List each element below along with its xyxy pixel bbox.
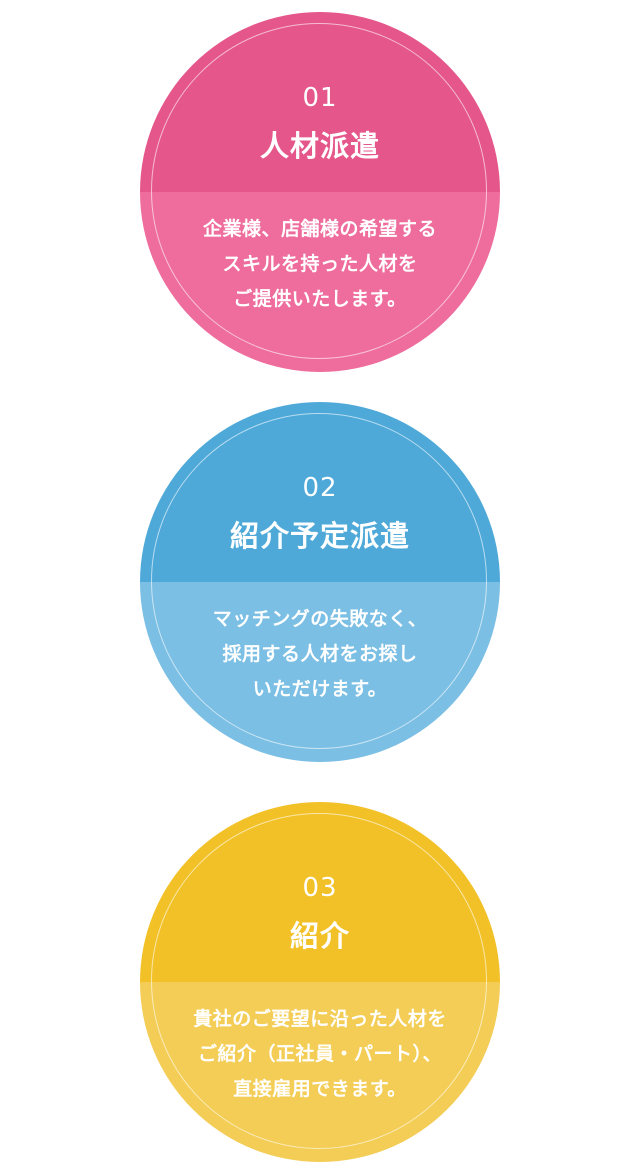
service-card-top: [140, 802, 500, 982]
service-description: 企業様、店舗様の希望する スキルを持った人材を ご提供いたします。: [140, 212, 500, 317]
service-description-line: ご提供いたします。: [233, 288, 407, 310]
service-description-line: いただけます。: [252, 678, 388, 700]
service-description-line: 採用する人材をお探し: [222, 643, 418, 665]
service-number: 01: [302, 83, 338, 113]
service-card-bottom: [140, 582, 500, 762]
service-description-line: 貴社のご要望に沿った人材を: [193, 1008, 447, 1030]
service-card-shokai: 03 紹介 貴社のご要望に沿った人材を ご紹介（正社員・パート）、 直接雇用でき…: [140, 802, 500, 1162]
service-card-top: [140, 402, 500, 582]
service-card-shokai-yotei-haken: 02 紹介予定派遣 マッチングの失敗なく、 採用する人材をお探し いただけます。: [140, 402, 500, 762]
service-title: 紹介予定派遣: [229, 519, 410, 553]
service-description: マッチングの失敗なく、 採用する人材をお探し いただけます。: [140, 602, 500, 707]
service-number: 02: [302, 473, 338, 503]
service-card-haken: 01 人材派遣 企業様、店舗様の希望する スキルを持った人材を ご提供いたします…: [140, 12, 500, 372]
service-description-line: 直接雇用できます。: [233, 1078, 407, 1100]
service-description-line: スキルを持った人材を: [222, 253, 418, 275]
service-description-line: マッチングの失敗なく、: [212, 608, 428, 630]
service-description-line: 企業様、店舗様の希望する: [202, 218, 437, 240]
service-title: 紹介: [289, 919, 350, 953]
service-card-top: [140, 12, 500, 192]
service-description: 貴社のご要望に沿った人材を ご紹介（正社員・パート）、 直接雇用できます。: [140, 1002, 500, 1107]
service-number: 03: [302, 873, 338, 903]
service-title: 人材派遣: [259, 129, 380, 163]
service-card-bottom: [140, 192, 500, 372]
service-card-bottom: [140, 982, 500, 1162]
service-description-line: ご紹介（正社員・パート）、: [197, 1043, 442, 1065]
